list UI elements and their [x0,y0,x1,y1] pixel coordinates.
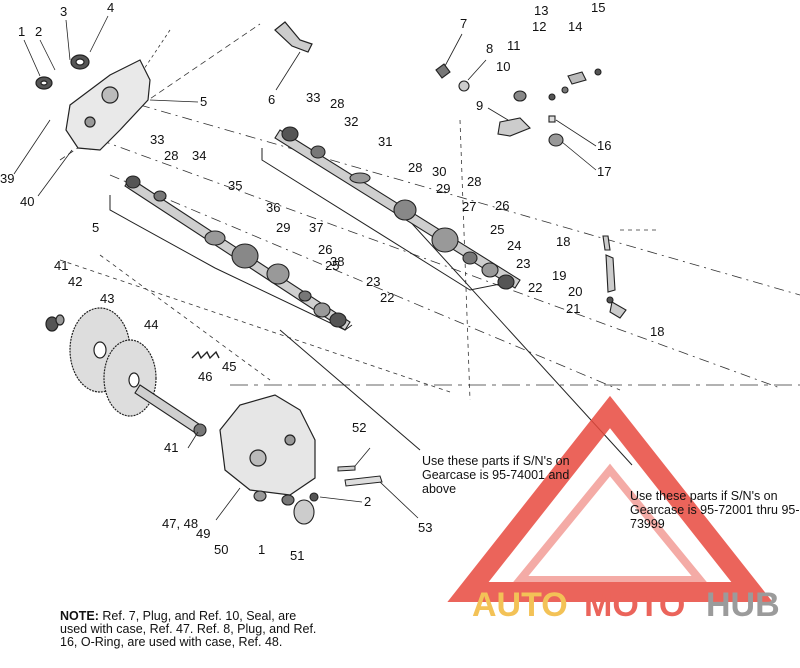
label-8: 8 [486,41,493,56]
label-25b: 25 [325,258,339,273]
small-parts-49-51 [253,490,319,525]
label-28: 28 [330,96,344,111]
label-28d: 28 [164,148,178,163]
part-labels: 1 2 3 4 5 5 6 7 8 9 10 11 12 13 14 15 16… [0,0,664,563]
label-17: 17 [597,164,611,179]
watermark-auto: AUTO [472,586,568,624]
label-41b: 41 [164,440,178,455]
seal-ring-1 [35,76,53,90]
label-leaders [13,15,597,521]
label-46: 46 [198,369,212,384]
parts-7-17 [435,63,602,147]
label-18: 18 [556,234,570,249]
label-9: 9 [476,98,483,113]
label-37: 37 [309,220,323,235]
label-7: 7 [460,16,467,31]
label-26: 26 [495,198,509,213]
label-12: 12 [532,19,546,34]
label-51: 51 [290,548,304,563]
shaft-upper [274,126,521,290]
label-20: 20 [568,284,582,299]
label-34: 34 [192,148,206,163]
label-28c: 28 [467,174,481,189]
plug-52 [337,465,356,472]
watermark-moto: MOTO [584,586,685,624]
label-24: 24 [507,238,521,253]
label-23: 23 [516,256,530,271]
label-53: 53 [418,520,432,535]
label-29: 29 [436,181,450,196]
label-35: 35 [228,178,242,193]
label-39: 39 [0,171,14,186]
shift-fork [274,21,313,53]
label-26b: 26 [318,242,332,257]
label-3: 3 [60,4,67,19]
label-50: 50 [214,542,228,557]
label-10: 10 [496,59,510,74]
note-label: NOTE: [60,609,99,623]
label-30: 30 [432,164,446,179]
label-6: 6 [268,92,275,107]
callout-upper: Use these parts if S/N's on Gearcase is … [422,454,570,496]
label-41: 41 [54,258,68,273]
label-36: 36 [266,200,280,215]
label-4: 4 [107,0,114,15]
linkage-18-21 [602,235,627,319]
label-13: 13 [534,3,548,18]
label-5b: 5 [92,220,99,235]
label-49: 49 [196,526,210,541]
label-31: 31 [378,134,392,149]
upper-housing [65,59,151,151]
label-1: 1 [18,24,25,39]
label-28b: 28 [408,160,422,175]
label-44: 44 [144,317,158,332]
note-block: NOTE: Ref. 7, Plug, and Ref. 10, Seal, a… [60,610,320,649]
watermark-hub: HUB [706,586,780,624]
label-45: 45 [222,359,236,374]
callout-right: Use these parts if S/N's on Gearcase is … [630,489,800,531]
label-33b: 33 [150,132,164,147]
bearing-4 [70,54,90,70]
dipstick-53 [344,475,383,487]
label-23b: 23 [366,274,380,289]
label-38: 38 [330,254,344,269]
label-18b: 18 [650,324,664,339]
label-1b: 1 [258,542,265,557]
label-40: 40 [20,194,34,209]
label-22: 22 [528,280,542,295]
label-52: 52 [352,420,366,435]
label-14: 14 [568,19,582,34]
gear-44 [103,339,157,417]
bearing-41-42 [45,314,65,332]
label-11: 11 [507,38,521,53]
label-2: 2 [35,24,42,39]
label-47-48: 47, 48 [162,516,198,531]
label-15: 15 [591,0,605,15]
label-27: 27 [462,199,476,214]
spring-45 [191,350,220,360]
label-25: 25 [490,222,504,237]
lower-housing [219,394,316,496]
label-5: 5 [200,94,207,109]
label-33: 33 [306,90,320,105]
shaft-lower [124,175,351,331]
watermark-logo: AUTO MOTO HUB [447,395,780,624]
label-19: 19 [552,268,566,283]
label-29b: 29 [276,220,290,235]
shaft-46 [134,384,207,437]
label-22b: 22 [380,290,394,305]
label-21: 21 [566,301,580,316]
note-text: Ref. 7, Plug, and Ref. 10, Seal, are use… [60,609,317,649]
label-2b: 2 [364,494,371,509]
label-42: 42 [68,274,82,289]
label-16: 16 [597,138,611,153]
label-32: 32 [344,114,358,129]
label-43: 43 [100,291,114,306]
